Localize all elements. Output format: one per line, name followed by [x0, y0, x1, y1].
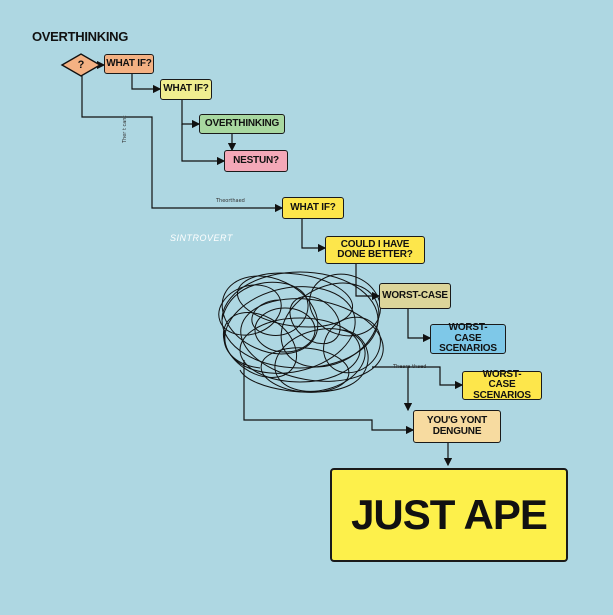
- node-nestun-label: NESTUN?: [233, 154, 279, 166]
- arrow-worstcase-to-blue: [407, 309, 432, 343]
- decision-diamond-label: ?: [77, 59, 85, 71]
- node-overthinking-label: OVERTHINKING: [204, 117, 280, 129]
- lower-annotation: Theare thaed: [393, 364, 427, 370]
- node-worst-case-scenarios-blue: WORST-CASE SCENARIOS: [430, 322, 506, 355]
- node-nestun: NESTUN?: [224, 150, 288, 172]
- mid-annotation: Theorthaed: [216, 198, 245, 204]
- node-what-if-2: WHAT IF?: [160, 79, 212, 100]
- node-young-yont: YOU'G YONT DENGUNE: [413, 410, 501, 443]
- node-just-ape-label: JUST APE: [351, 490, 548, 538]
- node-young-yont-label: YOU'G YONT DENGUNE: [426, 415, 488, 437]
- node-what-if-3: WHAT IF?: [282, 197, 344, 219]
- arrow-couldi-to-worstcase: [355, 264, 381, 301]
- handwritten-annotation: SINTROVERT: [170, 233, 233, 243]
- arrow-whatif1-to-whatif2: [131, 74, 162, 94]
- node-worst-case-scenarios-yellow: WORST-CASE SCENARIOS: [462, 368, 542, 401]
- scribble-tangle: [218, 271, 384, 393]
- vertical-annotation: Ther t cant: [122, 115, 128, 143]
- arrow-whatif3-to-couldi: [301, 219, 327, 253]
- node-worst-case: WORST-CASE: [379, 283, 451, 309]
- arrow-whatif2-to-nestun: [181, 124, 226, 166]
- node-what-if-1: WHAT IF?: [104, 54, 154, 74]
- node-worst-case-label: WORST-CASE: [382, 289, 448, 301]
- diagram-title: OVERTHINKING: [32, 29, 129, 44]
- arrow-scribble-to-yellow: [372, 366, 464, 390]
- node-what-if-3-label: WHAT IF?: [290, 201, 336, 213]
- node-worst-case-scenarios-blue-label: WORST-CASE SCENARIOS: [439, 322, 497, 355]
- node-just-ape: JUST APE: [330, 468, 568, 562]
- arrow-diamond-to-whatif3: [81, 76, 284, 213]
- node-what-if-2-label: WHAT IF?: [163, 83, 209, 95]
- node-what-if-1-label: WHAT IF?: [106, 57, 152, 69]
- node-could-i-have-done-better: COULD I HAVE DONE BETTER?: [325, 236, 425, 264]
- node-worst-case-scenarios-yellow-label: WORST-CASE SCENARIOS: [473, 368, 531, 401]
- arrow-whatif2-to-overthinking: [181, 100, 201, 129]
- decision-diamond: [60, 53, 102, 77]
- arrow-loop-to-young: [243, 360, 415, 435]
- node-could-i-label: COULD I HAVE DONE BETTER?: [337, 238, 413, 260]
- node-overthinking: OVERTHINKING: [199, 114, 285, 134]
